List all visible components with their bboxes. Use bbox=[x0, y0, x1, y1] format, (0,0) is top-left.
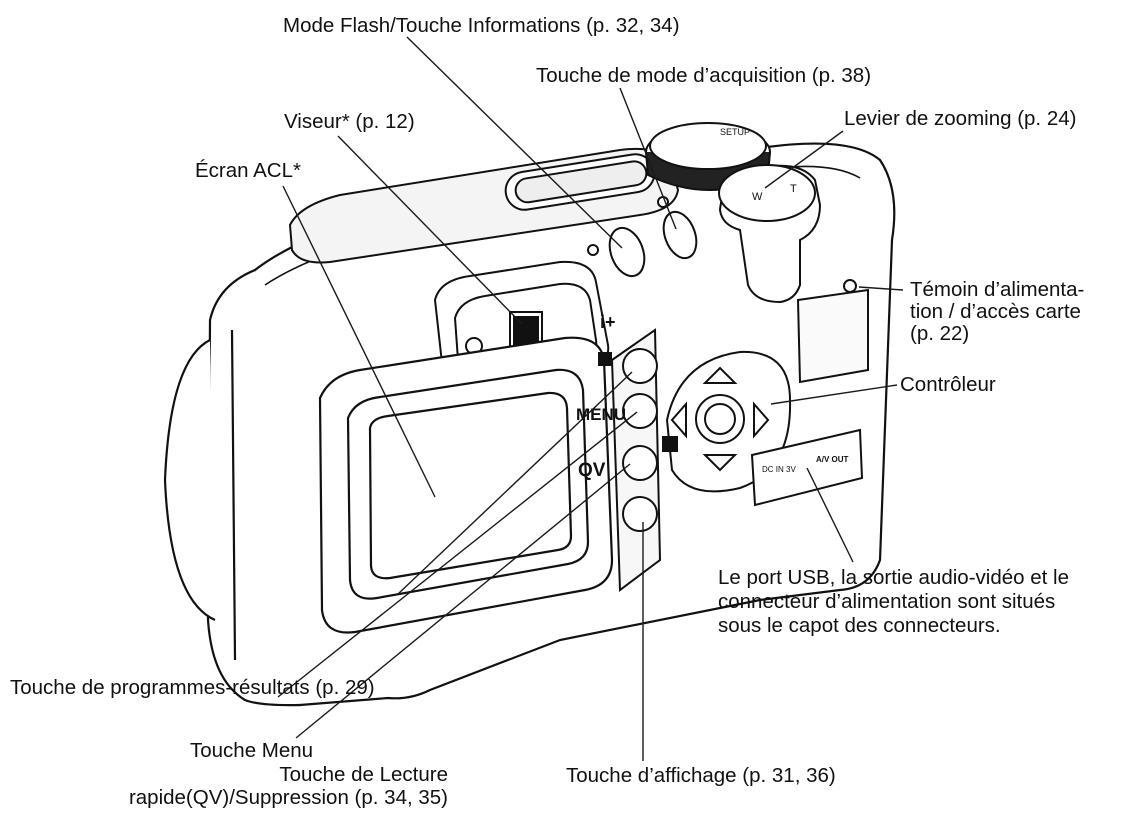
dial-setup-text: SETUP bbox=[720, 127, 750, 137]
display-button[interactable] bbox=[622, 496, 658, 532]
menu-button[interactable] bbox=[622, 393, 658, 429]
label-acquisition-mode: Touche de mode d’acquisition (p. 38) bbox=[536, 64, 872, 87]
label-quick-view-line2: rapide(QV)/Suppression (p. 34, 35) bbox=[128, 786, 448, 809]
av-out-marking: A/V OUT bbox=[816, 455, 849, 464]
qv-button[interactable] bbox=[622, 445, 658, 481]
label-quick-view-line1: Touche de Lecture bbox=[279, 763, 448, 786]
side-buttons: MENU QV i+ bbox=[576, 312, 662, 592]
label-usb-line1: Le port USB, la sortie audio-vidéo et le bbox=[718, 566, 1069, 589]
zoom-lever: W T bbox=[718, 164, 822, 304]
label-display: Touche d’affichage (p. 31, 36) bbox=[566, 764, 836, 787]
label-usb-line2: connecteur d’alimentation sont situés bbox=[718, 590, 1056, 613]
menu-marking: MENU bbox=[576, 405, 626, 424]
scene-button[interactable] bbox=[622, 348, 658, 384]
power-lamp bbox=[796, 279, 869, 384]
top-buttons bbox=[587, 196, 703, 281]
label-power-lamp-line1: Témoin d’alimenta- bbox=[910, 278, 1085, 301]
label-scene-program: Touche de programmes-résultats (p. 29) bbox=[10, 676, 375, 699]
label-power-lamp-line3: (p. 22) bbox=[910, 322, 970, 345]
label-power-lamp-line2: tion / d’accès carte bbox=[910, 300, 1081, 323]
flash-mode-button[interactable] bbox=[603, 223, 650, 281]
label-controller: Contrôleur bbox=[900, 373, 996, 396]
leader-lines bbox=[277, 36, 904, 761]
label-usb-line3: sous le capot des connecteurs. bbox=[718, 614, 1001, 637]
zoom-t-text: T bbox=[790, 183, 797, 195]
label-zoom-lever: Levier de zooming (p. 24) bbox=[844, 107, 1077, 130]
top-plate bbox=[288, 147, 680, 264]
drive-mode-button[interactable] bbox=[658, 207, 703, 262]
dc-in-marking: DC IN 3V bbox=[762, 465, 796, 474]
info-marking: i+ bbox=[600, 312, 616, 332]
zoom-w-text: W bbox=[752, 191, 763, 203]
label-viewfinder: Viseur* (p. 12) bbox=[284, 110, 415, 133]
connector-cover: DC IN 3V A/V OUT bbox=[750, 428, 864, 507]
label-lcd-screen: Écran ACL* bbox=[195, 159, 301, 182]
lcd-screen bbox=[318, 336, 614, 634]
qv-marking: QV bbox=[578, 460, 606, 481]
label-mode-flash: Mode Flash/Touche Informations (p. 32, 3… bbox=[283, 14, 680, 37]
label-menu: Touche Menu bbox=[190, 739, 314, 762]
